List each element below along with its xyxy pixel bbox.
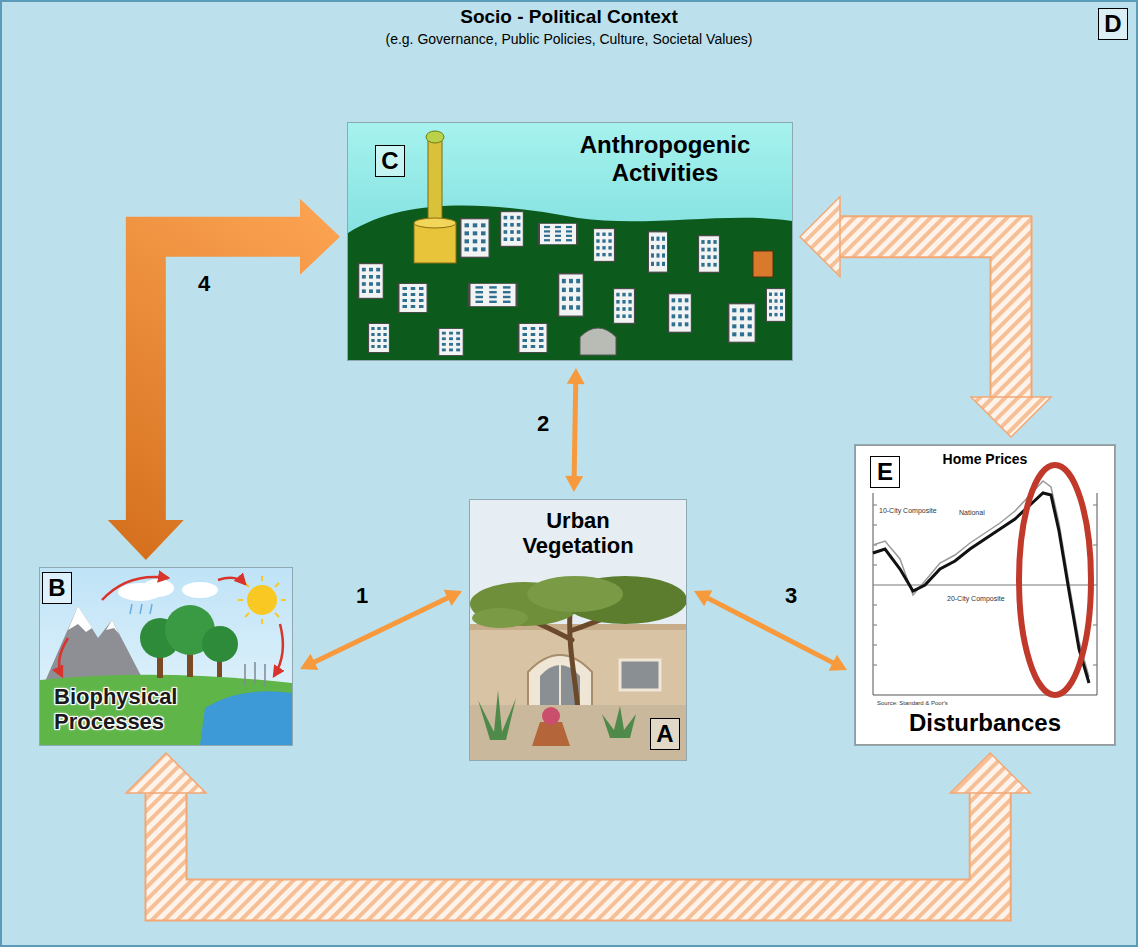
box-title: Anthropogenic Activities	[560, 131, 770, 186]
arrow-head	[300, 654, 318, 670]
arrow-head	[565, 476, 583, 492]
arrow-shaft	[839, 237, 1011, 398]
picture-box: Disturbances E Home Prices 10-City Composit…	[855, 445, 1115, 745]
panel-subtitle: (e.g. Governance, Public Policies, Cultu…	[169, 31, 969, 48]
box-title-slot: Biophysical Processes	[54, 684, 254, 735]
arrow-head	[108, 520, 184, 560]
arrow-head	[694, 590, 712, 606]
connector-arrow	[565, 368, 585, 492]
arrow-shaft	[314, 597, 449, 662]
panel-title: Socio - Political Context	[169, 6, 969, 29]
arrow-outline	[839, 237, 1011, 398]
chart-title-slot: Home Prices	[925, 451, 1045, 468]
panel-letter-slot: E	[870, 456, 900, 488]
callout-number: 3	[785, 584, 797, 608]
panel-letter-slot: A	[650, 718, 680, 750]
arrow-head	[971, 397, 1051, 437]
callout-number: 1	[356, 584, 368, 608]
callout-number-slot: 2	[537, 412, 549, 436]
box-title-slot: Urban Vegetation	[498, 508, 658, 559]
chart-title: Home Prices	[925, 451, 1045, 468]
callout-number-slot: 4	[198, 272, 210, 296]
panel-title-slot: Socio - Political Context	[169, 6, 969, 29]
panel-letter-slot: D	[1098, 8, 1128, 40]
chart-source: Source: Standard & Poor's	[877, 700, 948, 707]
panel-letter: D	[1098, 8, 1128, 40]
arrow-shaft	[707, 598, 833, 663]
panel-letter: C	[375, 145, 405, 177]
arrow-shaft	[574, 383, 576, 477]
callout-number: 2	[537, 412, 549, 436]
connector-arrow	[126, 753, 1030, 900]
chart-label-slot: 20-City Composite	[947, 595, 1005, 603]
city-illustration	[348, 123, 792, 360]
callout-number: 4	[198, 272, 210, 296]
connector-arrow	[800, 197, 1051, 437]
box-title: Biophysical Processes	[54, 684, 254, 735]
picture-box: Urban VegetationA	[470, 500, 686, 760]
arrow-head	[444, 590, 462, 606]
arrow-head	[126, 753, 206, 793]
connector-arrow	[694, 590, 847, 670]
picture-box: Anthropogenic Activities C	[348, 123, 792, 360]
chart-label: 10-City Composite	[879, 507, 937, 515]
picture-box: Biophysical Processes B	[40, 568, 292, 745]
box-title-slot: Anthropogenic Activities	[560, 131, 770, 186]
chart-label: 20-City Composite	[947, 595, 1005, 603]
panel-letter-slot: B	[42, 572, 72, 604]
box-title-slot: Disturbances	[865, 709, 1105, 737]
arrow-head	[829, 655, 847, 671]
box-title: Urban Vegetation	[498, 508, 658, 559]
connector-arrow	[300, 590, 462, 670]
callout-number-slot: 1	[356, 584, 368, 608]
arrow-head	[300, 199, 340, 275]
chart-label: National	[959, 509, 985, 517]
callout-number-slot: 3	[785, 584, 797, 608]
connector-arrow	[108, 199, 340, 560]
box-title: Disturbances	[865, 709, 1105, 737]
panel-letter: B	[42, 572, 72, 604]
arrow-head	[800, 197, 840, 277]
panel-letter-slot: C	[375, 145, 405, 177]
chart-source-slot: Source: Standard & Poor's	[877, 700, 948, 707]
panel-letter: A	[650, 718, 680, 750]
panel-letter: E	[870, 456, 900, 488]
arrow-head	[567, 368, 585, 384]
panel-subtitle-slot: (e.g. Governance, Public Policies, Cultu…	[169, 31, 969, 48]
arrow-shaft	[146, 237, 301, 521]
arrow-head	[950, 753, 1030, 793]
arrow-outline	[166, 792, 990, 900]
arrow-shaft	[166, 792, 990, 900]
chart-label-slot: National	[959, 509, 985, 517]
chart-label-slot: 10-City Composite	[879, 507, 937, 515]
